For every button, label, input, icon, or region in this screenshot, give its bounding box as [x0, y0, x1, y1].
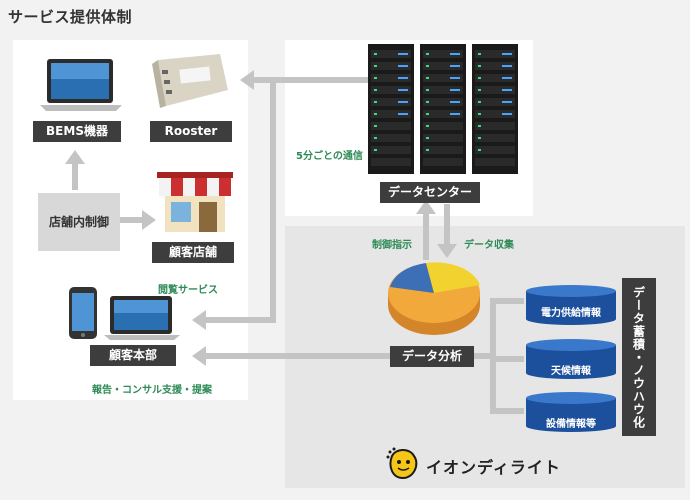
server-rack-icon — [368, 44, 518, 174]
data-analysis-label: データ分析 — [390, 346, 474, 367]
database-icon — [526, 285, 616, 325]
equipment-info-label: 設備情報等 — [546, 419, 596, 430]
rooster-device-icon — [152, 54, 228, 108]
knowhow-vertical-label: データ蓄積・ノウハウ化 — [622, 278, 656, 436]
knowhow-text: データ蓄積・ノウハウ化 — [631, 285, 646, 429]
rooster-label: Rooster — [150, 121, 232, 142]
data-collection-text: データ収集 — [464, 240, 514, 251]
browse-service-text: 閲覧サービス — [158, 285, 218, 296]
store-control-label: 店舗内制御 — [48, 215, 109, 229]
laptop-icon — [40, 59, 122, 111]
brand-logo-icon — [386, 447, 418, 480]
power-info-label: 電力供給情報 — [541, 308, 601, 319]
smartphone-icon — [69, 287, 97, 339]
database-icon — [526, 392, 616, 432]
pie-chart-icon — [388, 262, 480, 335]
data-center-label: データセンター — [380, 182, 480, 203]
customer-hq-label: 顧客本部 — [90, 345, 176, 366]
laptop-icon — [104, 296, 180, 340]
bems-label: BEMS機器 — [33, 121, 121, 142]
database-icon — [526, 339, 616, 379]
report-service-text: 報告・コンサル支援・提案 — [92, 385, 212, 396]
store-icon — [157, 172, 233, 232]
brand-name: イオンディライト — [426, 458, 561, 477]
store-control-box: 店舗内制御 — [38, 193, 120, 251]
weather-info-label: 天候情報 — [551, 366, 591, 377]
page-title: サービス提供体制 — [8, 8, 133, 26]
customer-store-label: 顧客店舗 — [152, 242, 234, 263]
control-instruction-text: 制御指示 — [372, 240, 412, 251]
communication-text: 5分ごとの通信 — [296, 151, 363, 162]
